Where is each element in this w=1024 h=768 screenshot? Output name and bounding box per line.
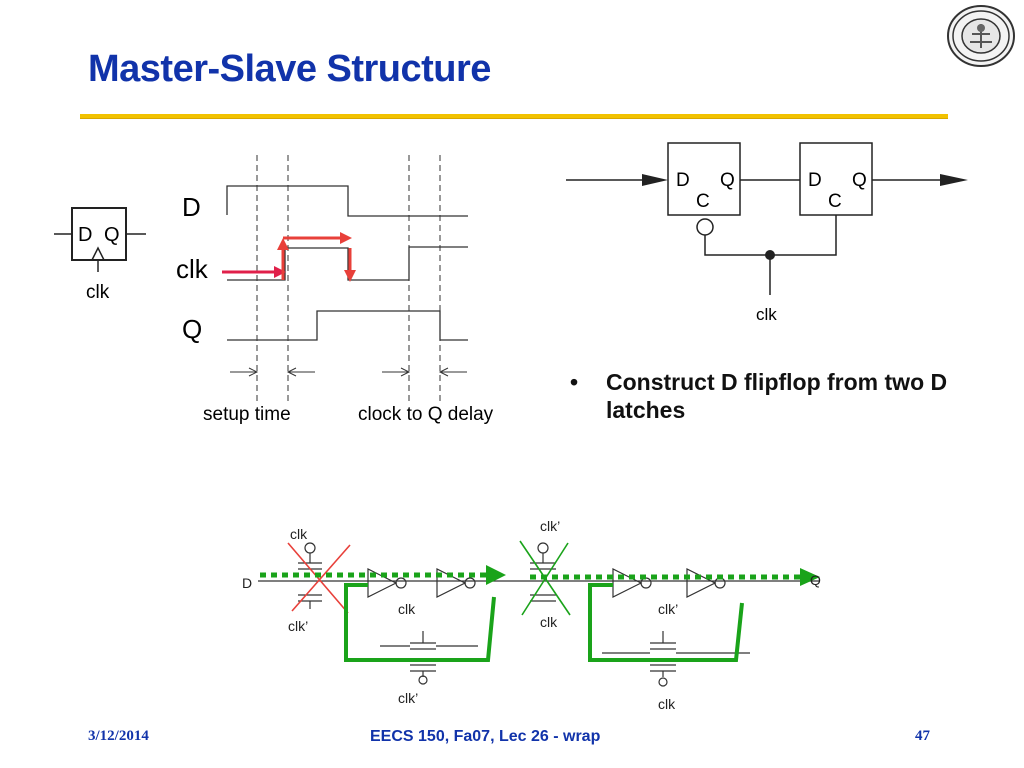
- footer-course: EECS 150, Fa07, Lec 26 - wrap: [370, 728, 601, 745]
- fb1-clkbar-label: clk’: [398, 690, 418, 706]
- master-q-label: Q: [720, 170, 735, 191]
- footer-date: 3/12/2014: [88, 728, 149, 744]
- timing-d-label: D: [182, 192, 201, 222]
- setup-time-label: setup time: [203, 404, 291, 425]
- title-underline: [80, 114, 948, 119]
- fb2-clkbar-label: clk’: [658, 601, 678, 617]
- tg1-clk-label: clk: [290, 526, 308, 542]
- slide-title: Master-Slave Structure: [88, 48, 491, 90]
- ms-clk-label: clk: [756, 305, 777, 324]
- university-seal-logo: [947, 5, 1015, 67]
- transmission-gate-circuit: clk clk’ D clk clk’ clk’ clk clk’ clk Q: [242, 518, 821, 712]
- clock-to-q-label: clock to Q delay: [358, 404, 494, 425]
- circuit-q-label: Q: [810, 572, 821, 588]
- master-d-label: D: [676, 170, 690, 191]
- circuit-d-label: D: [242, 575, 252, 591]
- timing-clk-label: clk: [176, 254, 209, 284]
- footer-page-number: 47: [915, 728, 930, 744]
- dff-symbol: D Q clk: [54, 207, 146, 303]
- tg2-clk-label: clk: [540, 614, 558, 630]
- dff-q-label: Q: [104, 224, 120, 246]
- bullet-text: Construct D flipflop from two D latches: [606, 369, 948, 423]
- master-c-label: C: [696, 191, 710, 212]
- timing-q-label: Q: [182, 314, 202, 344]
- timing-diagram: D clk Q setup time clock to Q delay: [176, 155, 494, 425]
- tg1-clkbar-label: clk’: [288, 618, 308, 634]
- slave-c-label: C: [828, 191, 842, 212]
- slave-d-label: D: [808, 170, 822, 191]
- dff-d-label: D: [78, 224, 92, 246]
- tg2-clkbar-label: clk’: [540, 518, 560, 534]
- master-slave-diagram: D Q C D Q C clk: [566, 142, 968, 324]
- fb2-clk-label: clk: [658, 696, 676, 712]
- bullet-point: • Construct D flipflop from two D latche…: [570, 368, 960, 424]
- dff-clk-label: clk: [86, 282, 110, 303]
- fb1-clk-label: clk: [398, 601, 416, 617]
- slave-q-label: Q: [852, 170, 867, 191]
